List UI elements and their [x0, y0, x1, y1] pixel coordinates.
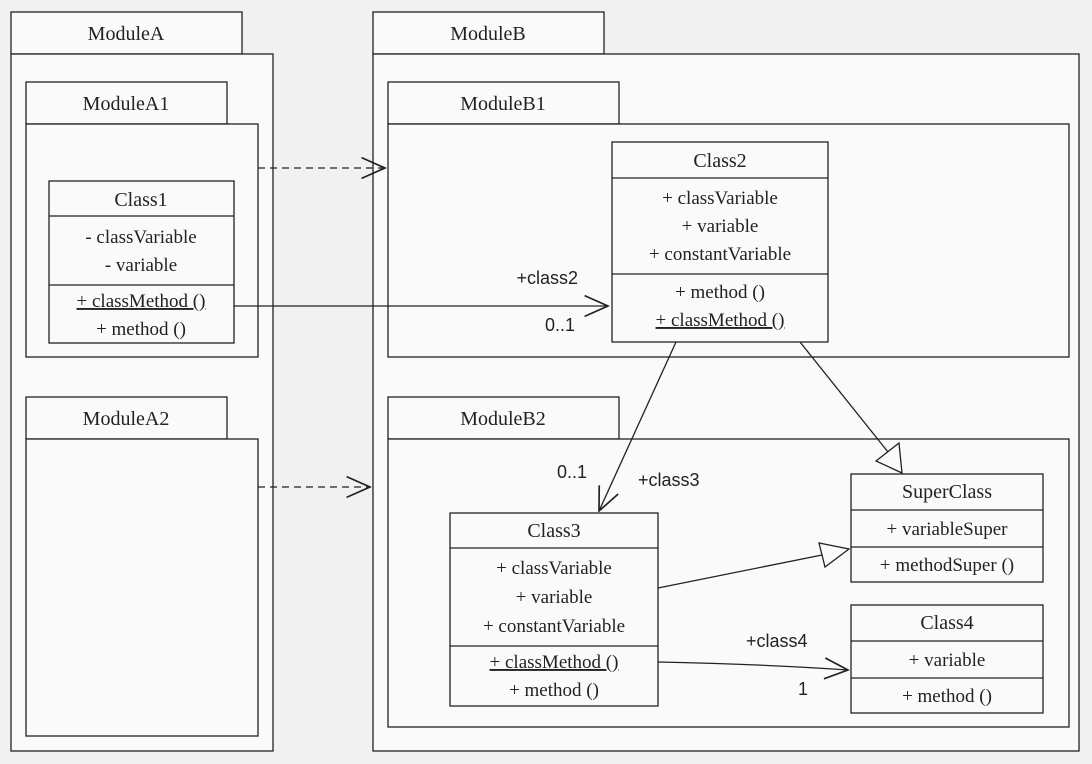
class3-method-static: + classMethod () [490, 652, 619, 673]
class3-name: Class3 [527, 520, 580, 542]
class2-method-static: + classMethod () [656, 310, 785, 331]
package-module-a2: ModuleA2 [25, 396, 259, 737]
class1-method: + method () [96, 319, 186, 340]
class3-attribute: + classVariable [496, 558, 612, 579]
class1-method-static: + classMethod () [77, 291, 206, 312]
class-superclass: SuperClass + variableSuper + methodSuper… [850, 473, 1044, 583]
generalization-class3-line [657, 554, 823, 589]
package-module-a1-label: ModuleA1 [83, 93, 170, 115]
superclass-attribute: + variableSuper [887, 519, 1009, 540]
class-class2: Class2 + classVariable + variable + cons… [611, 141, 829, 343]
class3-attribute: + constantVariable [483, 616, 625, 637]
class1-attribute: - classVariable [85, 227, 196, 248]
role-label-class3: +class3 [638, 470, 700, 490]
superclass-box [850, 473, 1044, 583]
generalization-class2-arrowhead [874, 441, 903, 475]
package-module-a1-tab [25, 81, 228, 125]
class3-method: + method () [509, 680, 599, 701]
package-module-b2-tab [387, 396, 620, 440]
class4-method: + method () [902, 686, 992, 707]
package-module-a-label: ModuleA [88, 23, 165, 45]
class2-attribute: + variable [682, 216, 759, 237]
superclass-name: SuperClass [902, 481, 992, 503]
class1-name: Class1 [114, 189, 167, 211]
package-module-a2-label: ModuleA2 [83, 408, 170, 430]
package-module-b-tab [372, 11, 605, 55]
package-module-b2-label: ModuleB2 [460, 408, 546, 430]
class1-box [48, 180, 235, 344]
class-class4: Class4 + variable + method () [850, 604, 1044, 714]
association-class3-class4 [657, 662, 848, 670]
class4-name: Class4 [920, 612, 973, 634]
class2-attribute: + constantVariable [649, 244, 791, 265]
superclass-method: + methodSuper () [880, 555, 1014, 576]
class3-attribute: + variable [516, 587, 593, 608]
package-module-b-label: ModuleB [450, 23, 526, 45]
generalization-class3-arrowhead [818, 542, 851, 569]
package-module-b1-tab [387, 81, 620, 125]
package-module-a-tab [10, 11, 243, 55]
class2-method: + method () [675, 282, 765, 303]
class2-attribute: + classVariable [662, 188, 778, 209]
package-module-b1-label: ModuleB1 [460, 93, 546, 115]
multiplicity-label-class3: 0..1 [557, 462, 587, 482]
role-label-class2: +class2 [516, 268, 578, 288]
association-class2-class3 [599, 341, 677, 511]
package-module-a2-body [25, 438, 259, 737]
multiplicity-label-class2: 0..1 [545, 315, 575, 335]
class-class3: Class3 + classVariable + variable + cons… [449, 512, 659, 707]
class1-attribute: - variable [105, 255, 177, 276]
multiplicity-label-class4: 1 [798, 679, 808, 699]
generalization-class2-line [799, 341, 889, 453]
class2-box [611, 141, 829, 343]
class3-box [449, 512, 659, 707]
class-class1: Class1 - classVariable - variable + clas… [48, 180, 235, 344]
class2-name: Class2 [693, 150, 746, 172]
package-module-a2-tab [25, 396, 228, 440]
class4-box [850, 604, 1044, 714]
class4-attribute: + variable [909, 650, 986, 671]
role-label-class4: +class4 [746, 631, 808, 651]
